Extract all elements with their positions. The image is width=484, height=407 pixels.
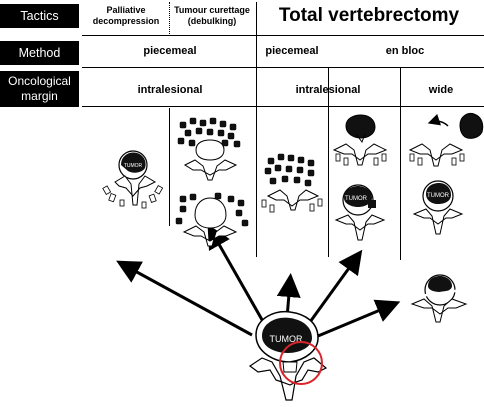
col1-tumor-label: TUMOR	[124, 163, 143, 169]
col3-vertebra	[261, 153, 323, 213]
col2-fragments-top	[177, 117, 241, 148]
center-vertebra: TUMOR	[248, 310, 328, 401]
grid-line-col-3	[328, 68, 329, 257]
margin-wide: wide	[428, 84, 454, 96]
method-piecemeal-left: piecemeal	[143, 45, 197, 57]
col4-tumor-label: TUMOR	[345, 196, 368, 202]
tactic-curettage-line1: Tumour curettage	[174, 5, 250, 15]
oncological-margin-label-line2: margin	[21, 89, 58, 103]
col2-fragments-bottom	[175, 192, 249, 227]
oncological-margin-row-label: Oncological margin	[0, 71, 79, 107]
tactic-tumour-curettage: Tumour curettage (debulking)	[170, 5, 254, 27]
tactics-row-label: Tactics	[0, 4, 79, 28]
col4-vertebrae: TUMOR	[332, 114, 388, 241]
col5-tumor-label: TUMOR	[427, 193, 450, 199]
tactic-total-vertebrectomy: Total vertebrectomy	[278, 5, 460, 26]
col5-vertebrae: TUMOR	[408, 113, 484, 323]
grid-line-col-1-lower	[169, 108, 170, 226]
grid-line-under-method	[82, 67, 484, 68]
tactic-palliative-decompression: Palliative decompression	[84, 5, 168, 27]
tactic-palliative-line1: Palliative	[106, 5, 146, 15]
arrows	[116, 224, 401, 338]
method-piecemeal-mid: piecemeal	[265, 45, 319, 57]
grid-line-under-margin	[82, 106, 484, 107]
tactic-curettage-line2: (debulking)	[187, 16, 237, 26]
center-tumor-label: TUMOR	[270, 334, 303, 344]
highlight-circle	[279, 341, 323, 385]
margin-intralesional-mid: intralesional	[256, 84, 400, 96]
grid-line-col-tactics-dotted	[169, 2, 171, 34]
arrow-to-col4	[308, 249, 363, 323]
arrow-to-col1	[116, 260, 253, 337]
oncological-margin-label-line1: Oncological	[8, 74, 71, 88]
col1-vertebra: TUMOR	[102, 150, 164, 209]
grid-line-under-tactics	[82, 35, 484, 36]
method-en-bloc: en bloc	[385, 45, 425, 57]
tactic-palliative-line2: decompression	[92, 16, 160, 26]
arrow-to-col2	[207, 224, 267, 326]
grid-line-col-4	[400, 68, 401, 260]
grid-line-col-2	[256, 2, 257, 257]
margin-intralesional-left: intralesional	[137, 84, 203, 96]
col2-vertebrae	[175, 117, 249, 247]
method-row-label: Method	[0, 41, 79, 65]
arrow-to-col5	[317, 299, 401, 338]
